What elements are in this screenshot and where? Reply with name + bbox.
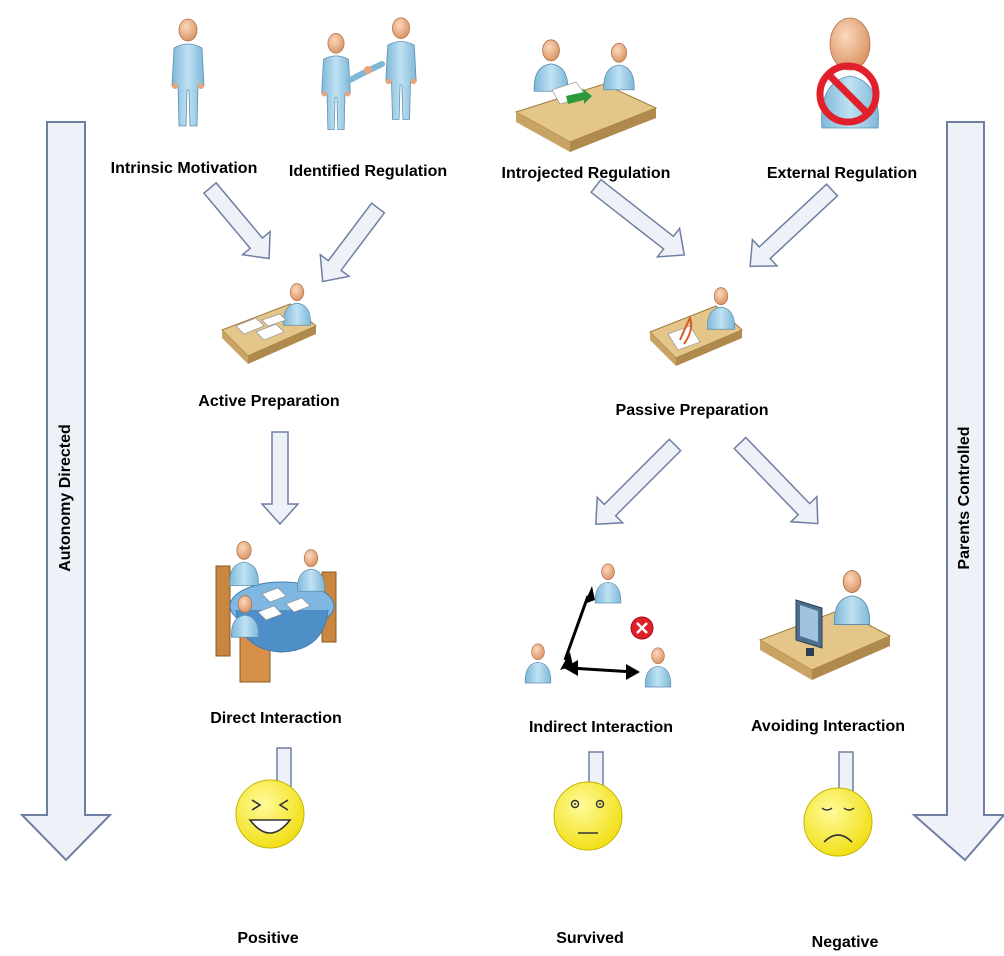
label-negative: Negative [811,934,879,951]
arrow-active-to-direct [260,431,300,526]
neutral-face-icon [553,781,623,851]
label-active-preparation: Active Preparation [198,393,340,410]
arrow-introjected-to-passive [590,178,686,258]
desk-person-icon [221,283,317,364]
label-introjected-regulation: Introjected Regulation [501,165,671,182]
arrow-intrinsic-to-active [202,181,271,260]
network-people-icon [524,563,672,688]
person-icon [171,18,205,127]
label-passive-preparation: Passive Preparation [615,402,769,419]
label-parents-controlled: Parents Controlled [956,426,973,570]
laughing-face-icon [235,779,305,849]
arrow-passive-to-avoiding [733,436,819,525]
label-avoiding-interaction: Avoiding Interaction [750,718,906,735]
arrow-identified-to-active [319,202,386,283]
label-positive: Positive [237,930,299,947]
computer-desk-icon [758,570,892,680]
label-intrinsic-motivation: Intrinsic Motivation [110,160,258,177]
label-autonomy-directed: Autonomy Directed [57,424,74,572]
desk-person-signing-icon [649,287,743,366]
label-indirect-interaction: Indirect Interaction [528,719,674,736]
parents-controlled-arrow [911,121,1004,862]
arrow-passive-to-indirect [595,438,682,525]
round-table-meeting-icon [215,541,337,683]
label-direct-interaction: Direct Interaction [210,710,342,727]
handshake-icon [321,17,417,131]
autonomy-directed-arrow [19,121,113,862]
sad-face-icon [803,787,873,857]
label-survived: Survived [556,930,624,947]
desk-meeting-icon [514,39,658,152]
arrow-external-to-passive [749,183,839,268]
label-identified-regulation: Identified Regulation [288,163,448,180]
label-external-regulation: External Regulation [766,165,918,182]
prohibited-person-icon [816,17,880,129]
